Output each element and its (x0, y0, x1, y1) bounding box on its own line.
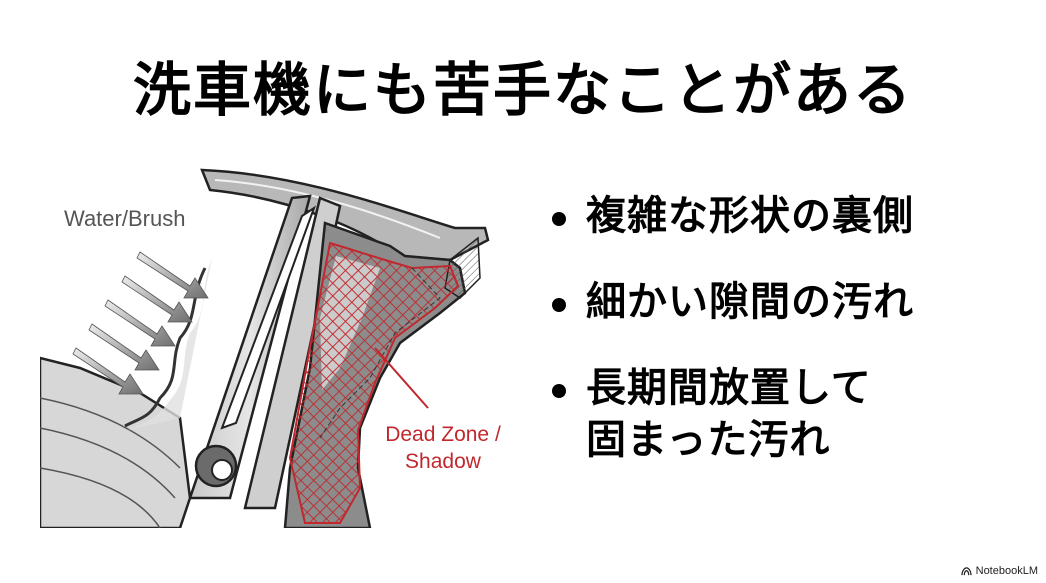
bullet-text: 複雑な形状の裏側 (586, 193, 914, 239)
notebooklm-logo-icon (960, 566, 972, 575)
notebooklm-watermark: NotebookLM (960, 565, 1038, 577)
bullet-dot-icon (552, 298, 566, 312)
bullet-list: 複雑な形状の裏側 細かい隙間の汚れ 長期間放置して 固まった汚れ (552, 190, 1022, 500)
bullet-item: 複雑な形状の裏側 (552, 190, 1022, 242)
dead-zone-label: Dead Zone / Shadow (385, 423, 501, 473)
bullet-text: 細かい隙間の汚れ (586, 279, 914, 325)
wheel-cross-section-illustration (40, 168, 520, 528)
water-brush-label: Water/Brush (64, 206, 186, 231)
bullet-item: 長期間放置して 固まった汚れ (552, 362, 1022, 466)
bullet-item: 細かい隙間の汚れ (552, 276, 1022, 328)
slide-title: 洗車機にも苦手なことがある (132, 56, 913, 124)
bullet-dot-icon (552, 212, 566, 226)
bullet-dot-icon (552, 384, 566, 398)
bullet-text: 長期間放置して 固まった汚れ (586, 365, 872, 463)
watermark-label: NotebookLM (975, 565, 1038, 577)
